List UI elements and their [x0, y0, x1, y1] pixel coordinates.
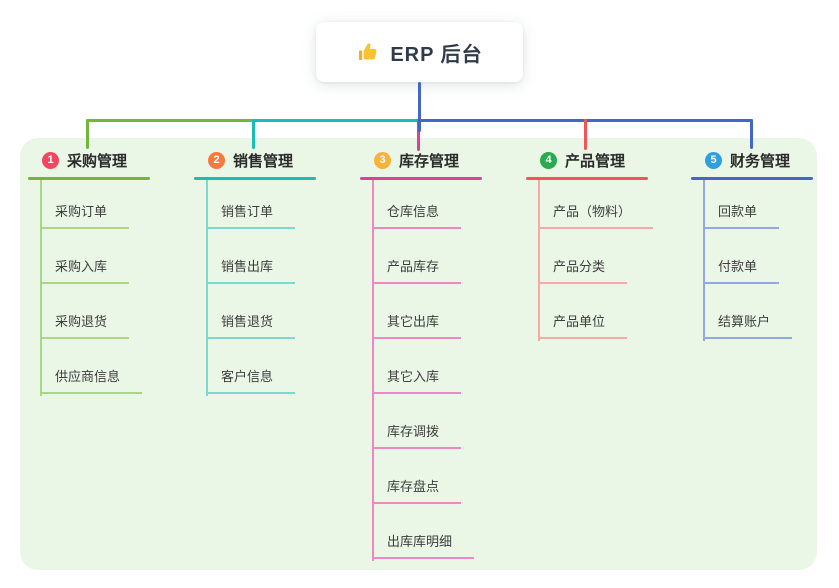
- branch-sales-underline: [194, 177, 316, 180]
- background-panel: [20, 138, 817, 570]
- node-product-material[interactable]: 产品（物料）: [538, 203, 654, 229]
- node-customer-info[interactable]: 客户信息: [206, 368, 296, 394]
- badge-1: 1: [42, 151, 59, 169]
- branch-inventory-trunk: [372, 180, 374, 561]
- connector-hline-sales: [252, 119, 419, 122]
- branch-purchase-header[interactable]: 1 采购管理: [28, 150, 127, 170]
- badge-5: 5: [705, 151, 722, 169]
- connector-drop-sales: [252, 119, 255, 149]
- branch-finance-label: 财务管理: [730, 152, 791, 170]
- connector-hline-purchase: [86, 119, 254, 122]
- connector-drop-inventory: [417, 119, 420, 151]
- node-product-category[interactable]: 产品分类: [538, 258, 628, 284]
- node-sales-order[interactable]: 销售订单: [206, 203, 296, 229]
- thumbs-up-icon: [356, 40, 380, 64]
- branch-purchase-label: 采购管理: [67, 152, 128, 170]
- branch-finance-header[interactable]: 5 财务管理: [691, 150, 790, 170]
- root-node[interactable]: ERP 后台: [316, 22, 523, 82]
- branch-product-underline: [526, 177, 648, 180]
- branch-finance-underline: [691, 177, 813, 180]
- node-settlement-account[interactable]: 结算账户: [703, 313, 793, 339]
- node-product-unit[interactable]: 产品单位: [538, 313, 628, 339]
- node-sales-return[interactable]: 销售退货: [206, 313, 296, 339]
- branch-inventory-label: 库存管理: [399, 152, 460, 170]
- branch-inventory-underline: [360, 177, 482, 180]
- node-stock-transfer[interactable]: 库存调拨: [372, 423, 462, 449]
- node-sales-outbound[interactable]: 销售出库: [206, 258, 296, 284]
- node-product-stock[interactable]: 产品库存: [372, 258, 462, 284]
- connector-drop-purchase: [86, 119, 89, 149]
- branch-product-header[interactable]: 4 产品管理: [526, 150, 625, 170]
- branch-product-label: 产品管理: [565, 152, 626, 170]
- node-supplier-info[interactable]: 供应商信息: [40, 368, 143, 394]
- connector-drop-product: [584, 119, 587, 150]
- branch-sales-trunk: [206, 180, 208, 396]
- branch-finance-trunk: [703, 180, 705, 341]
- branch-product-trunk: [538, 180, 540, 341]
- node-warehouse-info[interactable]: 仓库信息: [372, 203, 462, 229]
- node-outbound-detail[interactable]: 出库库明细: [372, 533, 475, 559]
- badge-3: 3: [374, 151, 391, 169]
- node-purchase-inbound[interactable]: 采购入库: [40, 258, 130, 284]
- connector-drop-finance: [750, 119, 753, 149]
- branch-sales-label: 销售管理: [233, 152, 294, 170]
- node-purchase-return[interactable]: 采购退货: [40, 313, 130, 339]
- node-other-inbound[interactable]: 其它入库: [372, 368, 462, 394]
- connector-root-line: [418, 82, 421, 132]
- badge-4: 4: [540, 151, 557, 169]
- node-purchase-order[interactable]: 采购订单: [40, 203, 130, 229]
- node-payment-order[interactable]: 付款单: [703, 258, 780, 284]
- root-title: ERP 后台: [390, 43, 483, 66]
- node-other-outbound[interactable]: 其它出库: [372, 313, 462, 339]
- branch-purchase-underline: [28, 177, 150, 180]
- node-stock-count[interactable]: 库存盘点: [372, 478, 462, 504]
- branch-inventory-header[interactable]: 3 库存管理: [360, 150, 459, 170]
- node-receipt-order[interactable]: 回款单: [703, 203, 780, 229]
- branch-sales-header[interactable]: 2 销售管理: [194, 150, 293, 170]
- branch-purchase-trunk: [40, 180, 42, 396]
- badge-2: 2: [208, 151, 225, 169]
